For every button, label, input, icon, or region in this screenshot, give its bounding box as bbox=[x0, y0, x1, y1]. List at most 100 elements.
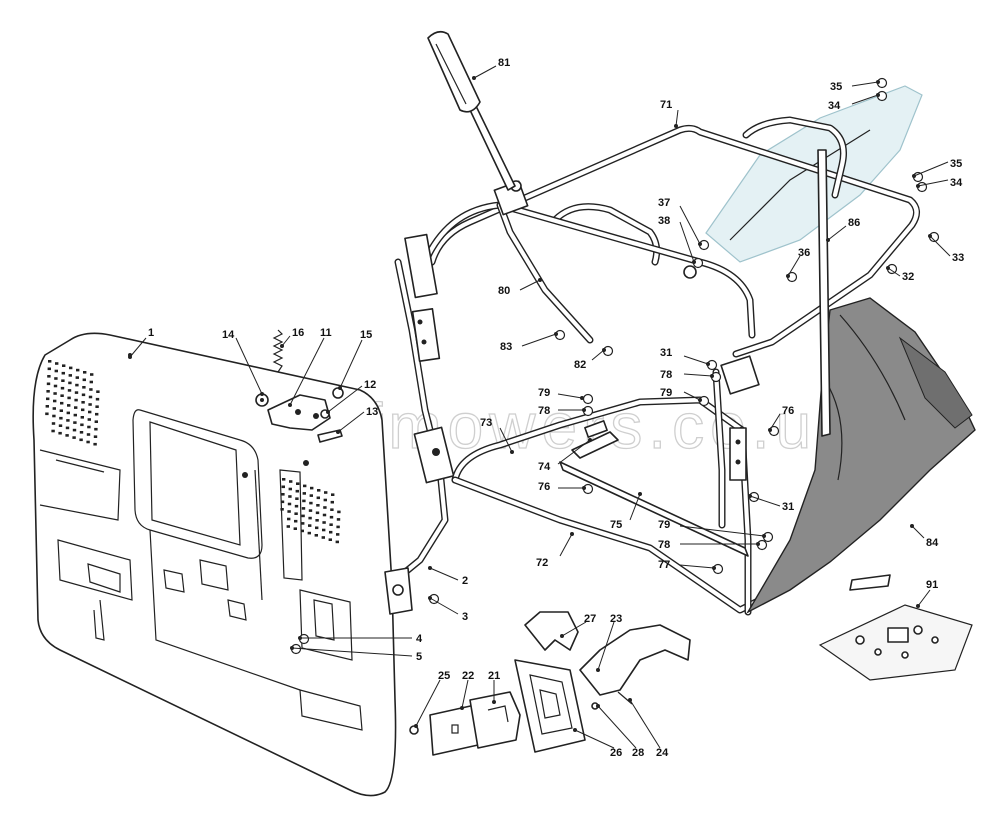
vent-hole bbox=[81, 393, 86, 397]
svg-text:80: 80 bbox=[498, 285, 510, 297]
vent-hole bbox=[88, 403, 92, 406]
svg-text:79: 79 bbox=[538, 387, 550, 399]
vent-hole bbox=[308, 516, 312, 520]
callout-79-low: 79 bbox=[658, 519, 766, 538]
vent-hole bbox=[88, 395, 93, 399]
vent-hole bbox=[68, 381, 72, 385]
vent-hole bbox=[93, 442, 97, 446]
part-26-plate bbox=[514, 659, 586, 753]
vent-hole bbox=[87, 425, 91, 429]
vent-hole bbox=[65, 426, 70, 430]
vent-hole bbox=[79, 431, 84, 434]
vent-hole bbox=[79, 438, 83, 442]
vent-hole bbox=[300, 529, 304, 533]
vent-hole bbox=[280, 508, 284, 511]
svg-text:22: 22 bbox=[462, 670, 474, 682]
svg-text:75: 75 bbox=[610, 519, 622, 531]
vent-hole bbox=[58, 431, 62, 435]
vent-hole bbox=[280, 500, 285, 504]
vent-hole bbox=[68, 374, 72, 377]
vent-hole bbox=[52, 407, 56, 410]
vent-hole bbox=[48, 360, 52, 363]
vent-hole bbox=[294, 504, 299, 508]
vent-hole bbox=[75, 376, 79, 379]
vent-hole bbox=[310, 486, 314, 490]
vent-hole bbox=[315, 519, 319, 522]
vent-hole bbox=[296, 482, 300, 485]
vent-hole bbox=[295, 489, 299, 493]
svg-text:13: 13 bbox=[366, 406, 378, 418]
vent-hole bbox=[281, 485, 285, 489]
callout-14: 14 bbox=[222, 329, 264, 396]
vent-hole bbox=[73, 421, 77, 424]
vent-hole bbox=[66, 419, 70, 422]
callout-12: 12 bbox=[326, 379, 376, 414]
part-27-bracket bbox=[524, 611, 579, 651]
vent-hole bbox=[337, 510, 341, 514]
svg-text:33: 33 bbox=[952, 252, 964, 264]
vent-hole bbox=[321, 536, 325, 539]
callout-31-lower: 31 bbox=[748, 494, 794, 513]
callout-86: 86 bbox=[826, 217, 860, 242]
callout-22: 22 bbox=[460, 670, 474, 710]
callout-16: 16 bbox=[280, 327, 304, 348]
vent-hole bbox=[93, 435, 98, 438]
callout-25: 25 bbox=[414, 670, 450, 728]
vent-hole bbox=[83, 371, 87, 374]
svg-text:14: 14 bbox=[222, 329, 235, 341]
callout-13: 13 bbox=[336, 406, 378, 434]
vent-hole bbox=[53, 399, 57, 403]
part-rear-strut bbox=[817, 149, 831, 437]
vent-hole bbox=[94, 427, 98, 431]
callout-3: 3 bbox=[428, 596, 468, 623]
vent-hole bbox=[59, 409, 63, 412]
callout-84: 84 bbox=[910, 524, 939, 549]
vent-hole bbox=[315, 511, 320, 515]
vent-hole bbox=[86, 440, 90, 444]
svg-text:31: 31 bbox=[782, 501, 794, 513]
svg-text:73: 73 bbox=[480, 417, 492, 429]
vent-hole bbox=[69, 366, 73, 370]
callout-26: 26 bbox=[573, 728, 622, 759]
callout-80: 80 bbox=[498, 278, 542, 297]
vent-hole bbox=[335, 540, 339, 544]
svg-text:78: 78 bbox=[538, 405, 550, 417]
vent-hole bbox=[323, 498, 327, 502]
part-15-screw bbox=[332, 387, 344, 399]
vent-hole bbox=[315, 526, 319, 530]
svg-text:1: 1 bbox=[148, 327, 154, 339]
vent-hole bbox=[95, 405, 99, 408]
callout-11: 11 bbox=[288, 327, 332, 407]
callout-76-right: 76 bbox=[768, 405, 794, 432]
svg-text:72: 72 bbox=[536, 557, 548, 569]
svg-text:38: 38 bbox=[658, 215, 670, 227]
callout-78-top: 78 bbox=[660, 369, 714, 381]
vent-hole bbox=[307, 531, 311, 535]
part-84-grass-bag bbox=[746, 297, 976, 614]
callout-24: 24 bbox=[628, 698, 669, 759]
vent-hole bbox=[95, 412, 99, 416]
svg-text:31: 31 bbox=[660, 347, 672, 359]
vent-hole bbox=[58, 424, 63, 427]
vent-hole bbox=[66, 411, 70, 415]
vent-hole bbox=[45, 412, 49, 416]
vent-hole bbox=[294, 519, 298, 523]
vent-hole bbox=[47, 375, 51, 378]
callout-83: 83 bbox=[500, 332, 558, 353]
vent-hole bbox=[52, 414, 56, 418]
vent-hole bbox=[287, 510, 291, 513]
vent-hole bbox=[46, 382, 51, 386]
vent-hole bbox=[80, 423, 84, 427]
part-23-latch-arm bbox=[579, 624, 691, 696]
part-frame-left-upright bbox=[394, 233, 455, 582]
callout-78-mid: 78 bbox=[538, 405, 586, 417]
callout-layer: 1 2 3 4 5 11 12 13 14 15 16 21 22 23 24 … bbox=[128, 57, 964, 759]
callout-77: 77 bbox=[658, 559, 716, 571]
part-11-latch-plate bbox=[267, 394, 331, 431]
vent-hole bbox=[47, 367, 51, 371]
vent-hole bbox=[61, 371, 65, 375]
vent-hole bbox=[67, 404, 71, 407]
part-24-pin bbox=[617, 691, 633, 705]
vent-hole bbox=[331, 493, 335, 496]
vent-hole bbox=[322, 513, 327, 517]
